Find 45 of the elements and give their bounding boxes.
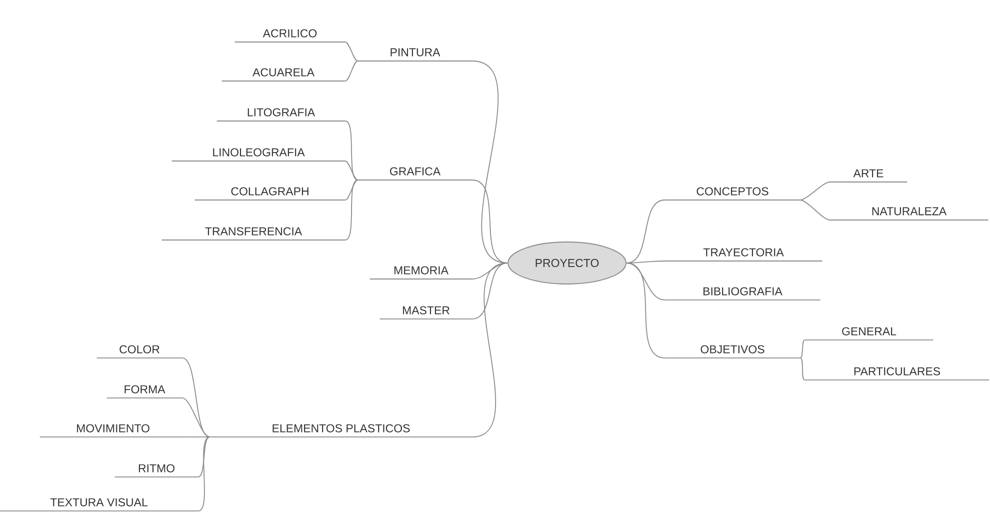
branch-line xyxy=(344,180,358,240)
branch-line xyxy=(626,200,666,264)
topic-label: MEMORIA xyxy=(369,266,473,280)
branch-line xyxy=(344,120,358,180)
topic-label: ARTE xyxy=(829,169,908,182)
branch-line xyxy=(472,262,508,320)
topic-label: RITMO xyxy=(114,464,199,478)
topic-label: CONCEPTOS xyxy=(664,187,801,200)
topic-label: LINOLEOGRAFIA xyxy=(171,148,346,162)
topic-label: BIBLIOGRAFIA xyxy=(664,287,821,300)
branch-line xyxy=(800,200,830,220)
branch-line xyxy=(472,262,508,438)
branch-line xyxy=(186,436,210,438)
branch-line xyxy=(182,398,210,438)
topic-label: COLLAGRAPH xyxy=(194,187,346,200)
branch-line xyxy=(800,358,806,380)
topic-label: NATURALEZA xyxy=(829,207,989,220)
branch-line xyxy=(626,262,666,300)
topic-label: MASTER xyxy=(379,306,473,320)
topic-label: TRAYECTORIA xyxy=(664,248,823,262)
topic-label: COLOR xyxy=(96,345,183,358)
topic-label: TRANSFERENCIA xyxy=(161,227,346,240)
branch-line xyxy=(344,42,358,62)
branch-line xyxy=(472,180,508,264)
topic-label: PARTICULARES xyxy=(804,367,990,380)
branch-line xyxy=(198,436,210,512)
topic-label: PINTURA xyxy=(357,48,473,62)
topic-label: ACUARELA xyxy=(221,68,346,82)
topic-label: OBJETIVOS xyxy=(664,345,801,358)
branch-line xyxy=(344,60,358,82)
branch-line xyxy=(800,182,830,200)
branch-line xyxy=(344,160,358,180)
topic-label: GENERAL xyxy=(804,327,934,340)
topic-label: ACRILICO xyxy=(234,29,346,42)
topic-label: FORMA xyxy=(106,385,183,398)
topic-label: LITOGRAFIA xyxy=(216,108,346,122)
topic-label: ELEMENTOS PLASTICOS xyxy=(209,424,473,438)
topic-label: GRAFICA xyxy=(357,167,473,180)
branch-line xyxy=(198,436,210,478)
topic-label: MOVIMIENTO xyxy=(39,424,187,438)
branch-line xyxy=(626,262,666,358)
branch-line xyxy=(344,180,358,200)
branch-line xyxy=(626,260,666,264)
topic-label: TEXTURA VISUAL xyxy=(0,498,199,512)
branch-line xyxy=(800,340,806,358)
